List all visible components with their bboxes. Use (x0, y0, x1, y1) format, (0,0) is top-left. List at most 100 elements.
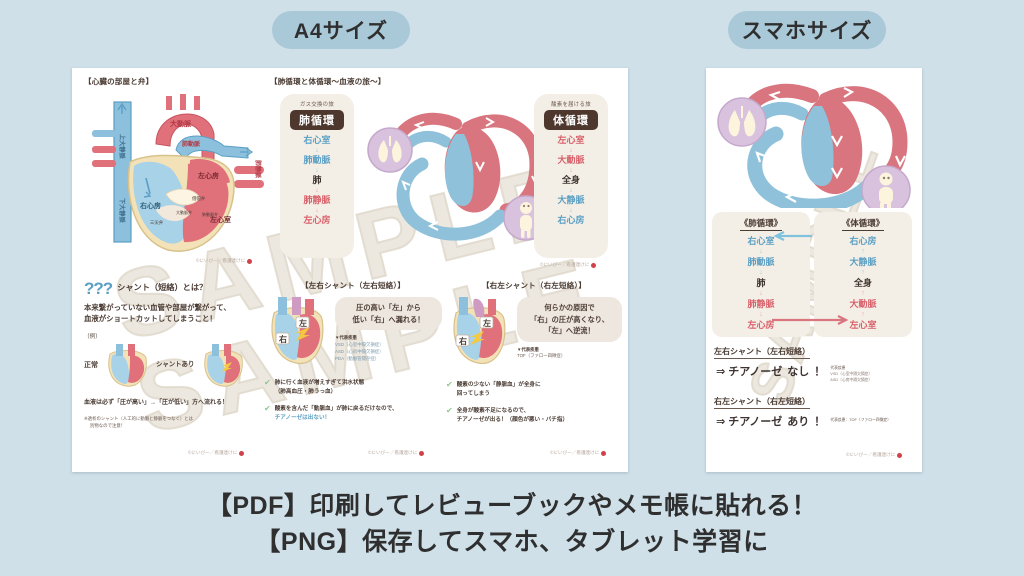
shunt-case-normal-label: 正常 (84, 361, 98, 369)
sp-lr-disease-1: VSD（心室中隔欠損症） (830, 371, 873, 376)
shunt-note-1: ※透析のシャント（人工的に動脈と静脈をつなぐ）とは (84, 416, 194, 422)
svg-text:三尖弁: 三尖弁 (150, 219, 164, 226)
svg-text:左: 左 (482, 318, 491, 328)
pulmonary-step-1: 右心室 (303, 135, 331, 145)
caption-line-png: 【PNG】保存してスマホ、タブレット学習に (255, 528, 769, 557)
sp-systemic-arrow-3: ↑ (861, 290, 865, 297)
rl-disease-header: ▼代表疾患 (517, 346, 539, 352)
pulmonary-arrow-2: ↓ (315, 167, 319, 174)
shunt-pressure-rule: 血液は必ず「圧が高い」→「圧が低い」方へ流れる！ (84, 399, 260, 409)
pulmonary-arrow-4: ↓ (315, 207, 319, 214)
sp-systemic-step-2: 大静脈 (849, 256, 877, 267)
credit-text: ©にいびー／看護連けに (188, 450, 238, 455)
credit-text: ©にいびー／看護連けに (540, 262, 590, 267)
svg-text:左: 左 (298, 318, 307, 328)
systemic-step-2: 大動脈 (557, 155, 585, 165)
shunt-example-label: （例） (84, 333, 101, 340)
sp-pulmonary-step-2: 肺動脈 (747, 256, 775, 267)
svg-text:大動脈: 大動脈 (170, 119, 191, 128)
caption-line-pdf: 【PDF】印刷してレビューブックやメモ帳に貼れる！ (206, 492, 818, 520)
panel-left-right-shunt: 【左右シャント（左右短絡）】 右 左 圧の高い (264, 280, 442, 464)
credit-text: ©にいびー／看護連けに (196, 258, 246, 263)
sp-lr-answer-post: ！ (814, 366, 826, 378)
sp-lr-shunt-tag: 左右シャント（左右短絡） (714, 346, 810, 359)
lr-point-1-line-1: 肺に行く血液が増えすぎて洪水状態 (274, 380, 365, 386)
sp-pulmonary-step-1: 右心室 (747, 235, 775, 246)
systemic-kicker: 酸素を届ける旅 (551, 102, 591, 108)
lr-point-1-line-2: （肺高血圧・肺うっ血） (274, 388, 337, 395)
rl-shunt-heart-diagram: 右 左 (453, 297, 506, 364)
svg-text:右心房: 右心房 (139, 201, 161, 210)
question-mark-icon: ??? (84, 279, 113, 298)
systemic-step-4: 大静脈 (557, 195, 585, 205)
svg-text:肺動脈: 肺動脈 (182, 140, 200, 148)
lr-shunt-bubble-line-2: 低い「右」へ漏れる！ (352, 314, 425, 324)
sp-systemic-step-3: 全身 (853, 277, 872, 288)
rl-shunt-title: 【右左シャント（右左短絡）】 (481, 281, 587, 290)
credit-dot-icon (419, 450, 425, 456)
pulmonary-badge: 肺循環 (290, 110, 344, 130)
check-icon: ✔ (264, 378, 271, 387)
svg-text:肺静脈: 肺静脈 (254, 160, 262, 178)
sp-systemic-arrow-4: ↑ (861, 311, 865, 318)
svg-text:右: 右 (458, 336, 467, 346)
rl-shunt-bubble-line-2: 「右」の圧が高くなり、 (530, 314, 609, 324)
tab-smartphone-size[interactable]: スマホサイズ (728, 11, 886, 49)
credit-sp-sheet: ©にいびー／看護連けに (846, 452, 903, 458)
credit-panel-heart: ©にいびー／看護連けに (196, 258, 253, 264)
pulmonary-step-3: 肺 (312, 175, 322, 185)
credit-text: ©にいびー／看護連けに (368, 450, 418, 455)
sp-pulmonary-arrow-3: ↓ (759, 290, 763, 297)
sp-circulation-illustration (717, 83, 911, 208)
rl-shunt-bubble-line-1: 何らかの原因で (544, 303, 595, 312)
sp-lr-answer-pre: ⇒ チアノーゼ (716, 366, 783, 378)
panel-circulation-title: 【肺循環と体循環～血液の旅～】 (270, 77, 386, 86)
systemic-arrow-3: ↓ (569, 187, 573, 194)
tab-a4-size[interactable]: A4サイズ (272, 11, 410, 49)
credit-text: ©にいびー／看護連けに (846, 452, 896, 457)
sp-pulmonary-step-4: 肺静脈 (747, 298, 775, 309)
circulation-illustration (367, 112, 549, 241)
lr-shunt-bubble-line-1: 圧の高い「左」から (356, 303, 421, 312)
sp-rl-shunt-tag: 右左シャント（右左短絡） (714, 396, 810, 409)
lr-disease-header: ▼代表疾患 (335, 335, 357, 341)
sp-rl-disease-header: 代表疾患：TOF（ファロー四徴症） (830, 418, 891, 422)
systemic-arrow-1: ↓ (569, 147, 573, 154)
shunt-intro-title: シャント（短絡）とは？ (117, 283, 208, 293)
rl-point-2: ✔ 全身が酸素不足になるので、 チアノーゼが出る！（顔色が悪い・バチ指） (446, 406, 622, 425)
sp-rl-shunt-block: 右左シャント（右左短絡） (714, 396, 810, 409)
lr-point-2-line-2: チアノーゼは出ない！ (274, 414, 331, 421)
bottom-caption: 【PDF】印刷してレビューブックやメモ帳に貼れる！ 【PNG】保存してスマホ、タ… (0, 488, 1024, 561)
pulmonary-flow-card: ガス交換の旅 肺循環 右心室 ↓ 肺動脈 ↓ 肺 ↓ 肺静脈 ↓ 左心房 (280, 94, 354, 258)
heart-anatomy-illustration: 上大静脈 下大静脈 大動脈 肺動脈 肺静脈 左心房 右心房 左心室 三尖弁 僧帽… (92, 94, 264, 252)
shunt-intro-lead-2: 血液がショートカットしてしまうこと！ (84, 314, 217, 324)
rl-disease-1: TOF（ファロー四徴症） (517, 353, 566, 359)
sp-systemic-arrow-2: ↑ (861, 269, 865, 276)
sp-rl-answer-key: あり (787, 416, 810, 428)
credit-panel-lr-shunt: ©にいびー／看護連けに (368, 450, 425, 456)
a4-sheet-preview[interactable]: SAMPLE SAMPLE 【心臓の部屋と弁】 (72, 68, 628, 472)
smartphone-sheet-preview[interactable]: SAMPLE (706, 68, 922, 472)
sp-pulmonary-arrow-4: ↓ (759, 311, 763, 318)
sp-flow-columns: 《肺循環》 右心室 ↓ 肺動脈 ↓ 肺 ↓ 肺静脈 ↓ 左心房 《体循環》 右心… (712, 212, 912, 337)
sp-rl-answer-pre: ⇒ チアノーゼ (716, 416, 783, 428)
rl-shunt-bubble-line-3: 「左」へ逆流！ (544, 326, 595, 336)
heart-shunt-diagram (204, 343, 244, 387)
tab-smartphone-label: スマホサイズ (741, 20, 873, 43)
pulmonary-step-4: 肺静脈 (303, 195, 331, 205)
rl-point-1: ✔ 酸素の少ない「静脈血」が全身に 回ってしまう (446, 381, 622, 399)
panel-heart-title: 【心臓の部屋と弁】 (84, 77, 154, 86)
sp-systemic-step-4: 大動脈 (849, 298, 877, 309)
sp-pulmonary-step-5: 左心房 (747, 319, 775, 330)
sp-lr-disease-2: ASD（心房中隔欠損症） (830, 377, 873, 382)
sp-rl-answer-post: ！ (814, 416, 826, 428)
sp-systemic-step-1: 右心房 (849, 235, 877, 246)
systemic-step-5: 右心房 (557, 215, 585, 225)
svg-text:左心房: 左心房 (197, 171, 219, 180)
shunt-intro-lead-1: 本来繋がっていない血管や部屋が繋がって、 (84, 303, 231, 312)
lr-point-2-line-1: 酸素を含んだ「動脈血」が肺に戻るだけなので、 (274, 405, 398, 412)
shunt-note-2: 別物なので注意！ (90, 423, 126, 429)
panel-heart-anatomy: 【心臓の部屋と弁】 (84, 76, 278, 272)
rl-point-2-line-1: 全身が酸素不足になるので、 (456, 407, 530, 414)
sp-lr-shunt-block: 左右シャント（左右短絡） (714, 346, 810, 359)
